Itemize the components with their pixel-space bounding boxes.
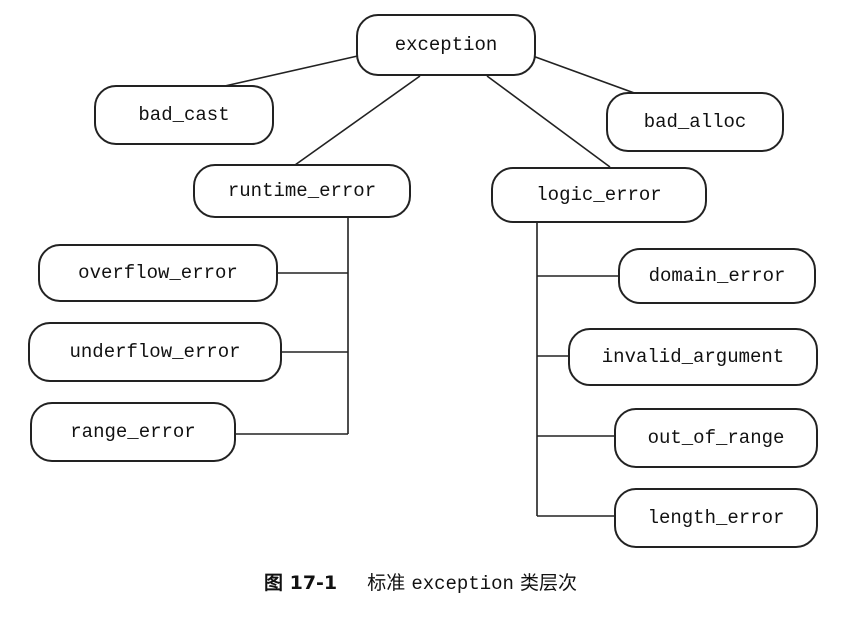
node-range-error-label: range_error: [70, 421, 196, 443]
node-bad-alloc: bad_alloc: [606, 92, 784, 152]
node-bad-cast: bad_cast: [94, 85, 274, 145]
caption-suffix: 类层次: [519, 572, 577, 594]
node-invalid-argument-label: invalid_argument: [601, 346, 785, 368]
node-logic-error-label: logic_error: [536, 184, 662, 206]
caption-prefix: 标准: [367, 572, 406, 594]
node-underflow-error: underflow_error: [28, 322, 282, 382]
figure-number: 图 17-1: [263, 572, 338, 594]
figure-caption: 图 17-1 标准 exception 类层次: [0, 568, 841, 595]
node-domain-error: domain_error: [618, 248, 816, 304]
node-length-error: length_error: [614, 488, 818, 548]
node-runtime-error-label: runtime_error: [227, 180, 377, 202]
node-bad-cast-label: bad_cast: [138, 104, 230, 126]
node-bad-alloc-label: bad_alloc: [643, 111, 747, 133]
node-out-of-range-label: out_of_range: [647, 427, 785, 449]
caption-code: exception: [411, 573, 514, 595]
node-length-error-label: length_error: [647, 507, 785, 529]
node-overflow-error-label: overflow_error: [78, 262, 238, 284]
node-runtime-error: runtime_error: [193, 164, 411, 218]
node-exception: exception: [356, 14, 536, 76]
edge-exception-bad_alloc: [529, 54, 649, 99]
node-logic-error: logic_error: [491, 167, 707, 223]
edge-exception-logic_error: [486, 75, 611, 168]
edge-exception-bad_cast: [215, 54, 363, 89]
edge-exception-runtime_error: [294, 75, 421, 166]
node-out-of-range: out_of_range: [614, 408, 818, 468]
node-range-error: range_error: [30, 402, 236, 462]
node-invalid-argument: invalid_argument: [568, 328, 818, 386]
node-domain-error-label: domain_error: [648, 265, 786, 287]
node-exception-label: exception: [394, 34, 498, 56]
node-underflow-error-label: underflow_error: [69, 341, 241, 363]
node-overflow-error: overflow_error: [38, 244, 278, 302]
